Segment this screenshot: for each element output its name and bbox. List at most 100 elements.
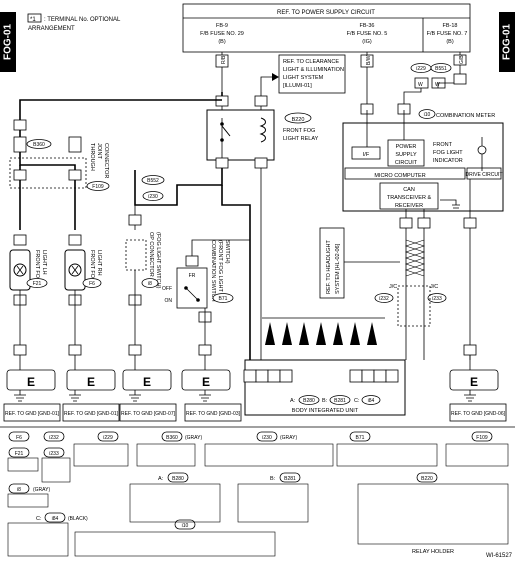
ground-ref-2: REF. TO GND [GND-01]: [64, 411, 119, 417]
svg-text:B281: B281: [334, 398, 346, 404]
svg-text:G/B: G/B: [459, 55, 465, 64]
svg-text:B71: B71: [219, 296, 228, 302]
relay-connector-b220: [284, 112, 312, 124]
figure-code: WI-61527: [486, 553, 513, 559]
svg-text:RECEIVER: RECEIVER: [395, 203, 423, 209]
connector-i230: [142, 191, 164, 201]
ground-ref-3: REF. TO GND [GND-07]: [121, 411, 176, 417]
legend-text-1: : TERMINAL No. OPTIONAL: [44, 17, 121, 23]
body-integrated-unit: [244, 359, 406, 416]
svg-text:A:: A:: [290, 398, 296, 404]
combination-switch: [176, 267, 208, 309]
svg-text:FRONT FOG: FRONT FOG: [34, 250, 40, 282]
svg-text:SUPPLY: SUPPLY: [395, 152, 417, 158]
power-supply-box: [182, 3, 471, 53]
connector-b551: [430, 63, 452, 73]
body-unit-label: BODY INTEGRATED UNIT: [292, 408, 359, 414]
meter-if-box: [351, 146, 381, 160]
fog-light-lh: FRONT FOG LIGHT LH F21: [9, 234, 48, 306]
svg-text:W: W: [435, 82, 440, 88]
headlight-ref-box: [319, 227, 345, 299]
svg-text:ON: ON: [165, 298, 173, 304]
svg-text:i8: i8: [17, 487, 21, 493]
fuse2-line2: F/B FUSE NO. 5: [347, 31, 388, 37]
connector-f109: [86, 181, 110, 191]
clearance-ref-box: [278, 54, 346, 94]
svg-text:i230: i230: [148, 194, 158, 200]
svg-text:i229: i229: [416, 66, 426, 72]
svg-text:(GRAY): (GRAY): [185, 435, 202, 441]
meter-can-transceiver: [379, 182, 439, 210]
connector-b552: [141, 175, 165, 185]
svg-text:R/B: R/B: [221, 55, 227, 64]
svg-text:i8: i8: [148, 281, 152, 287]
fog-light-relay: [206, 109, 275, 161]
relay-holder-label: RELAY HOLDER: [412, 549, 454, 555]
svg-text:i10: i10: [424, 112, 431, 118]
combination-meter-label: COMBINATION METER: [436, 113, 495, 119]
svg-text:REF. TO HEADLIGHT: REF. TO HEADLIGHT: [326, 239, 332, 294]
fog-light-rh: FRONT FOG LIGHT RH F6: [64, 234, 102, 306]
svg-text:B360: B360: [166, 435, 178, 441]
svg-text:(FOG LIGHT SWITCH): (FOG LIGHT SWITCH): [155, 232, 161, 289]
svg-text:i232: i232: [49, 435, 59, 441]
ground-blocks: [6, 344, 499, 402]
svg-text:B220: B220: [421, 476, 433, 482]
svg-text:E: E: [87, 375, 95, 389]
connector-i232: [374, 293, 394, 303]
connector-b71: [212, 293, 234, 303]
svg-text:B281: B281: [284, 476, 296, 482]
svg-text:W: W: [418, 82, 423, 88]
fog-lamp-rh-icon: [68, 263, 82, 277]
page-tag-left: FOG-01: [0, 12, 16, 72]
fuse3-code: FB-18: [443, 23, 458, 29]
svg-text:F109: F109: [92, 184, 104, 190]
svg-text:E: E: [143, 375, 151, 389]
svg-text:FRONT: FRONT: [433, 142, 453, 148]
fog-indicator-lamp-icon: [477, 145, 487, 155]
fuse1-line2: F/B FUSE NO. 29: [200, 31, 244, 37]
clearance-ref-2: LIGHT & ILLUMINATION: [283, 67, 344, 73]
connector-b360: [26, 139, 52, 149]
relay-label-1: FRONT FOG: [283, 128, 315, 134]
svg-text:B551: B551: [435, 66, 447, 72]
svg-text:E: E: [27, 375, 35, 389]
legend-text-2: ARRANGEMENT: [28, 26, 75, 32]
fuse2-line3: (IG): [362, 39, 372, 45]
svg-text:E: E: [202, 375, 210, 389]
svg-text:MICRO COMPUTER: MICRO COMPUTER: [374, 173, 425, 179]
svg-text:POWER: POWER: [396, 144, 417, 150]
svg-text:FRONT FOG: FRONT FOG: [89, 250, 95, 282]
svg-text:B552: B552: [147, 178, 159, 184]
svg-text:DRIVE CIRCUIT: DRIVE CIRCUIT: [466, 172, 503, 178]
svg-text:I/F: I/F: [363, 152, 370, 158]
svg-text:OP CONNECTOR: OP CONNECTOR: [148, 232, 154, 277]
ground-ref-4: REF. TO GND [GND-03]: [186, 411, 241, 417]
svg-text:CONNECTOR: CONNECTOR: [103, 143, 109, 178]
svg-text:i230: i230: [262, 435, 272, 441]
svg-text:FOG LIGHT: FOG LIGHT: [433, 150, 463, 156]
svg-text:B:: B:: [322, 398, 328, 404]
svg-text:B71: B71: [356, 435, 365, 441]
svg-text:THROUGH: THROUGH: [89, 143, 95, 171]
fuse3-line3: (B): [446, 39, 454, 45]
svg-text:B:: B:: [270, 476, 276, 482]
svg-text:C:: C:: [36, 516, 42, 522]
clearance-ref-3: LIGHT SYSTEM: [283, 75, 324, 81]
svg-text:F21: F21: [15, 451, 24, 457]
svg-text:JOINT: JOINT: [96, 143, 102, 160]
combination-meter-connector: [418, 109, 436, 119]
power-supply-title: REF. TO POWER SUPPLY CIRCUIT: [277, 10, 375, 16]
svg-text:E: E: [470, 375, 478, 389]
svg-text:i84: i84: [368, 398, 375, 404]
svg-text:B280: B280: [303, 398, 315, 404]
fuse1-code: FB-9: [216, 23, 228, 29]
through-joint-connector: [9, 157, 87, 189]
svg-text:LIGHT RH: LIGHT RH: [96, 250, 102, 276]
svg-text:J/C: J/C: [430, 284, 438, 290]
op-connector: [125, 239, 147, 271]
clearance-ref-4: [ILLUMI-01]: [283, 83, 312, 89]
fuse3-line2: F/B FUSE NO. 7: [427, 31, 468, 37]
svg-text:B360: B360: [33, 142, 45, 148]
